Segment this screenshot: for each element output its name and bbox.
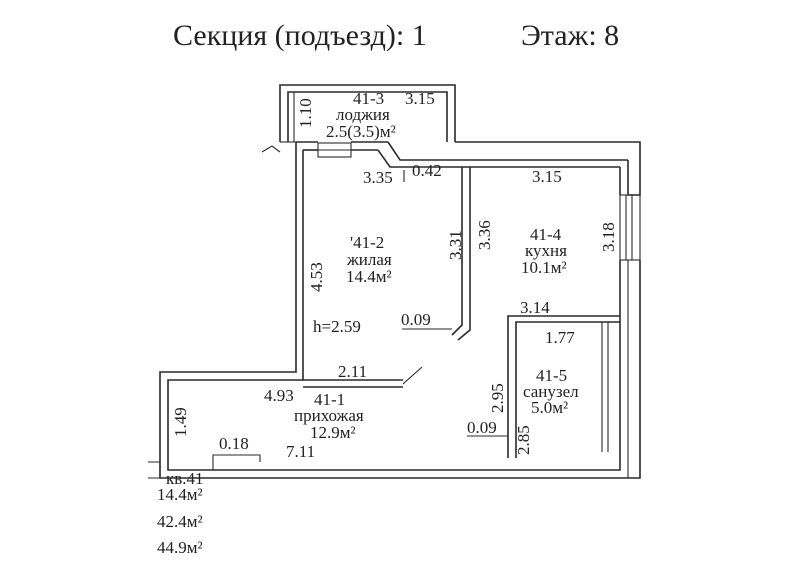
apartment-number: кв.41 xyxy=(166,469,204,488)
loggia-id: 41-3 xyxy=(353,89,384,108)
kitchen-window xyxy=(619,194,641,261)
dim-4-93: 4.93 xyxy=(264,386,294,405)
living-name: жилая xyxy=(346,250,392,269)
dim-living-left: 4.53 xyxy=(307,262,326,292)
kitchen-area: 10.1м² xyxy=(521,258,567,277)
dim-2-95: 2.95 xyxy=(488,383,507,413)
exterior-walls xyxy=(148,141,641,479)
dim-7-11: 7.11 xyxy=(286,442,315,461)
room-kitchen: 41-4 кухня 10.1м² xyxy=(521,225,567,277)
dim-0-09-top: 0.09 xyxy=(401,310,431,329)
kitchen-id: 41-4 xyxy=(530,225,562,244)
dim-0-09-bottom: 0.09 xyxy=(467,418,497,437)
loggia-name: лоджия xyxy=(336,105,390,124)
hall-id: 41-1 xyxy=(314,390,345,409)
room-living: '41-2 жилая 14.4м² xyxy=(346,233,392,286)
dim-3-35: 3.35 xyxy=(363,168,393,187)
bathroom-id: 41-5 xyxy=(536,366,567,385)
living-area: 14.4м² xyxy=(346,267,392,286)
room-bathroom: 41-5 санузел 5.0м² xyxy=(523,366,579,417)
loggia-area: 2.5(3.5)м² xyxy=(326,122,396,141)
dim-kitchen-right: 3.18 xyxy=(599,222,618,252)
dim-0-42: 0.42 xyxy=(412,161,442,180)
summary-total-with-loggia: 44.9м² xyxy=(157,538,203,557)
dimensions: 1.10 3.15 3.35 0.42 3.15 3.31 3.36 3.18 … xyxy=(171,89,618,461)
room-loggia: 41-3 лоджия 2.5(3.5)м² xyxy=(326,89,396,141)
summary-living-area: 14.4м² xyxy=(157,485,203,504)
ceiling-height: h=2.59 xyxy=(313,317,361,336)
dim-loggia-height: 1.10 xyxy=(296,98,315,128)
dim-kitchen-top: 3.15 xyxy=(532,167,562,186)
dim-3-31: 3.31 xyxy=(446,230,465,260)
summary-total-area: 42.4м² xyxy=(157,512,203,531)
dim-0-18: 0.18 xyxy=(219,434,249,453)
floor-label: Этаж: 8 xyxy=(521,19,619,52)
dim-loggia-width: 3.15 xyxy=(405,89,435,108)
apartment-summary: кв.41 14.4м² 42.4м² 44.9м² xyxy=(157,469,204,557)
bathroom-area: 5.0м² xyxy=(531,398,568,417)
dim-hall-left: 1.49 xyxy=(171,407,190,437)
bathroom-name: санузел xyxy=(523,382,579,401)
room-hall: 41-1 прихожая 12.9м² xyxy=(294,390,364,442)
dim-1-77: 1.77 xyxy=(545,328,575,347)
dim-3-14: 3.14 xyxy=(520,298,550,317)
dim-3-36: 3.36 xyxy=(475,220,494,250)
section-label: Секция (подъезд): 1 xyxy=(173,19,427,52)
hall-area: 12.9м² xyxy=(310,423,356,442)
hall-name: прихожая xyxy=(294,406,364,425)
kitchen-name: кухня xyxy=(525,241,567,260)
dim-2-11: 2.11 xyxy=(338,362,367,381)
interior-walls xyxy=(212,167,620,470)
dim-2-85: 2.85 xyxy=(514,425,533,455)
living-id: '41-2 xyxy=(350,233,384,252)
